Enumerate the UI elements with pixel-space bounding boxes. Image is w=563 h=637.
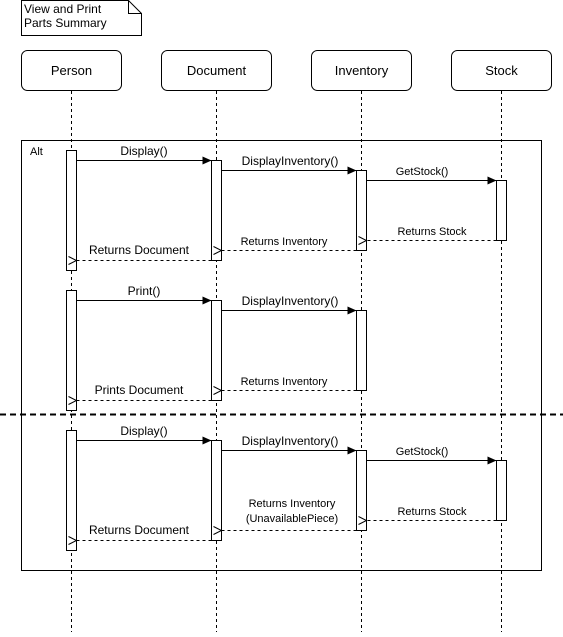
message-returns-inventory-detail: (UnavailablePiece) (246, 513, 338, 525)
message-print-label: Print() (128, 284, 161, 298)
participant-box (21, 50, 122, 91)
activation-stock (496, 180, 507, 241)
message-display-inventory-label: DisplayInventory() (242, 434, 339, 448)
activation-document (211, 160, 222, 261)
participant-box (311, 50, 412, 91)
message-display-label: Display() (120, 424, 167, 438)
activation-person (66, 290, 77, 411)
message-returns-document-label: Returns Document (89, 243, 190, 257)
activation-stock (496, 460, 507, 521)
activation-inventory (356, 450, 367, 531)
note: View and Print Parts Summary (21, 0, 142, 36)
participant-box (161, 50, 272, 91)
message-returns-inventory-label: Returns Inventory (241, 376, 328, 388)
participant-label: Document (187, 63, 247, 78)
participant-box (451, 50, 552, 91)
note-text-line2: Parts Summary (24, 16, 107, 30)
activation-person (66, 430, 77, 551)
activation-document (211, 300, 222, 401)
note-text-line1: View and Print (24, 2, 102, 16)
fragment-frame (21, 140, 542, 571)
participant-label: Stock (485, 63, 518, 78)
messages-alt-1: Display() DisplayInventory() GetStock() … (77, 144, 497, 401)
participant-person: Person (21, 50, 122, 91)
activation-inventory (356, 310, 367, 391)
message-display-inventory-label: DisplayInventory() (242, 154, 339, 168)
fragment-operator: Alt (30, 146, 43, 158)
message-returns-inventory-label: Returns Inventory (241, 236, 328, 248)
alt-fragment: Alt (0, 140, 563, 571)
message-display-label: Display() (120, 144, 167, 158)
message-get-stock-label: GetStock() (396, 166, 449, 178)
activations (66, 150, 507, 551)
message-get-stock-label: GetStock() (396, 446, 449, 458)
messages-alt-2: Display() DisplayInventory() GetStock() … (77, 424, 497, 541)
message-returns-inventory-label: Returns Inventory (249, 498, 336, 510)
message-display-inventory-label: DisplayInventory() (242, 294, 339, 308)
note-fold (128, 0, 142, 14)
note-shape (21, 0, 142, 36)
participant-label: Person (51, 63, 92, 78)
activation-inventory (356, 170, 367, 251)
activation-person (66, 150, 77, 271)
message-returns-stock-label: Returns Stock (397, 226, 467, 238)
message-prints-document-label: Prints Document (95, 383, 184, 397)
message-returns-document-label: Returns Document (89, 523, 190, 537)
participant-stock: Stock (451, 50, 552, 91)
participant-document: Document (161, 50, 272, 91)
activation-document (211, 440, 222, 541)
participant-label: Inventory (335, 63, 389, 78)
message-returns-stock-label: Returns Stock (397, 506, 467, 518)
participant-inventory: Inventory (311, 50, 412, 91)
